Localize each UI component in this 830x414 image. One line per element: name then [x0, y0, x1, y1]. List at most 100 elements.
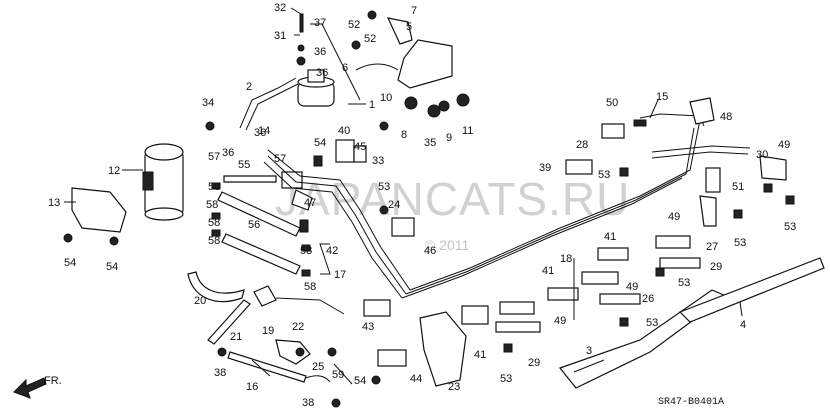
callout-28: 28 — [576, 139, 588, 151]
callout-2: 2 — [246, 81, 252, 93]
line-clips-right — [461, 97, 795, 353]
callout-54b: 54 — [64, 257, 76, 269]
diagram-code: SR47-B0401A — [658, 397, 724, 408]
filter-bracket — [351, 10, 453, 89]
callout-9: 9 — [446, 132, 452, 144]
callout-45: 45 — [354, 141, 366, 153]
callout-44: 44 — [410, 373, 422, 385]
hose-21 — [207, 299, 251, 345]
watermark-copyright: © 2011 — [425, 237, 470, 253]
callout-41c: 41 — [474, 349, 486, 361]
callout-11: 11 — [462, 125, 473, 137]
callout-54d: 54 — [354, 375, 366, 387]
callout-12: 12 — [108, 165, 120, 177]
callout-25: 25 — [312, 361, 324, 373]
callout-37: 37 — [314, 17, 326, 29]
callout-58d: 58 — [208, 235, 220, 247]
callout-34: 34 — [202, 97, 214, 109]
small-clips — [281, 139, 415, 237]
callout-50: 50 — [606, 97, 618, 109]
callout-41b: 41 — [542, 265, 554, 277]
watermark-text: JAPANCATS.RU — [275, 173, 630, 225]
hose-20 — [187, 271, 245, 303]
callout-3: 3 — [586, 345, 592, 357]
callout-27: 27 — [706, 241, 718, 253]
callout-35: 35 — [424, 137, 436, 149]
callout-18: 18 — [560, 253, 572, 265]
callout-33: 33 — [372, 155, 384, 167]
callout-26: 26 — [642, 293, 654, 305]
callout-36b: 36 — [316, 67, 328, 79]
grommets — [205, 93, 470, 131]
callout-43: 43 — [362, 321, 374, 333]
callout-14: 14 — [258, 125, 270, 137]
callout-39: 39 — [539, 162, 551, 174]
callout-30: 30 — [756, 149, 768, 161]
callout-59: 59 — [332, 369, 344, 381]
callout-53e: 53 — [678, 277, 690, 289]
callout-53d: 53 — [784, 221, 796, 233]
callout-58f: 58 — [304, 281, 316, 293]
callout-15: 15 — [656, 91, 668, 103]
callout-46: 46 — [424, 245, 436, 257]
callout-19: 19 — [262, 325, 274, 337]
hose-16 — [227, 351, 307, 383]
clips-58 — [211, 182, 311, 277]
callout-58a: 58 — [208, 181, 220, 193]
callout-42: 42 — [326, 245, 338, 257]
callout-10: 10 — [380, 92, 392, 104]
callout-8: 8 — [401, 129, 407, 141]
callout-49a: 49 — [778, 139, 790, 151]
callout-23: 23 — [448, 381, 460, 393]
clamp-19 — [253, 285, 345, 315]
callout-53f: 53 — [646, 317, 658, 329]
callout-49d: 49 — [554, 315, 566, 327]
callout-36c: 36 — [254, 127, 266, 139]
callout-29b: 29 — [528, 357, 540, 369]
callout-53a: 53 — [378, 181, 390, 193]
callout-21: 21 — [230, 331, 242, 343]
protector-23 — [419, 311, 467, 387]
vapor-tubes — [217, 175, 301, 275]
callout-57a: 57 — [208, 151, 220, 163]
callout-36a: 36 — [314, 46, 326, 58]
callout-24: 24 — [388, 199, 400, 211]
fuel-filter — [296, 13, 335, 107]
callout-58b: 58 — [206, 199, 218, 211]
pipe-guard-4 — [678, 257, 825, 323]
callout-38a: 38 — [214, 367, 226, 379]
callout-53b: 53 — [598, 169, 610, 181]
callout-51: 51 — [732, 181, 744, 193]
fuel-hose-2 — [239, 77, 297, 129]
callout-4: 4 — [740, 319, 746, 331]
callout-49c: 49 — [626, 281, 638, 293]
callout-20: 20 — [194, 295, 206, 307]
callout-7: 7 — [411, 5, 417, 17]
callout-54c: 54 — [106, 261, 118, 273]
callout-labels: 1 2 3 4 5 6 7 8 9 10 11 12 13 14 15 16 1… — [48, 2, 796, 409]
callout-17: 17 — [334, 269, 346, 281]
fuel-line-bundle — [263, 113, 751, 299]
callout-57b: 57 — [274, 153, 286, 165]
callout-6: 6 — [342, 62, 348, 74]
callout-38b: 38 — [302, 397, 314, 409]
charcoal-canister — [142, 143, 184, 221]
callout-58e: 58 — [300, 245, 312, 257]
callout-36d: 36 — [222, 147, 234, 159]
callout-53g: 53 — [500, 373, 512, 385]
callout-16: 16 — [246, 381, 258, 393]
callout-22: 22 — [292, 321, 304, 333]
callout-41a: 41 — [604, 231, 616, 243]
front-arrow-icon — [13, 377, 47, 399]
callout-40: 40 — [338, 125, 350, 137]
callout-1: 1 — [369, 99, 375, 111]
callout-32: 32 — [274, 2, 286, 14]
callout-49b: 49 — [668, 211, 680, 223]
callout-29a: 29 — [710, 261, 722, 273]
callout-53c: 53 — [734, 237, 746, 249]
front-indicator-label: FR. — [44, 375, 62, 387]
callout-58c: 58 — [208, 217, 220, 229]
callout-52a: 52 — [348, 19, 360, 31]
callout-31: 31 — [274, 30, 286, 42]
